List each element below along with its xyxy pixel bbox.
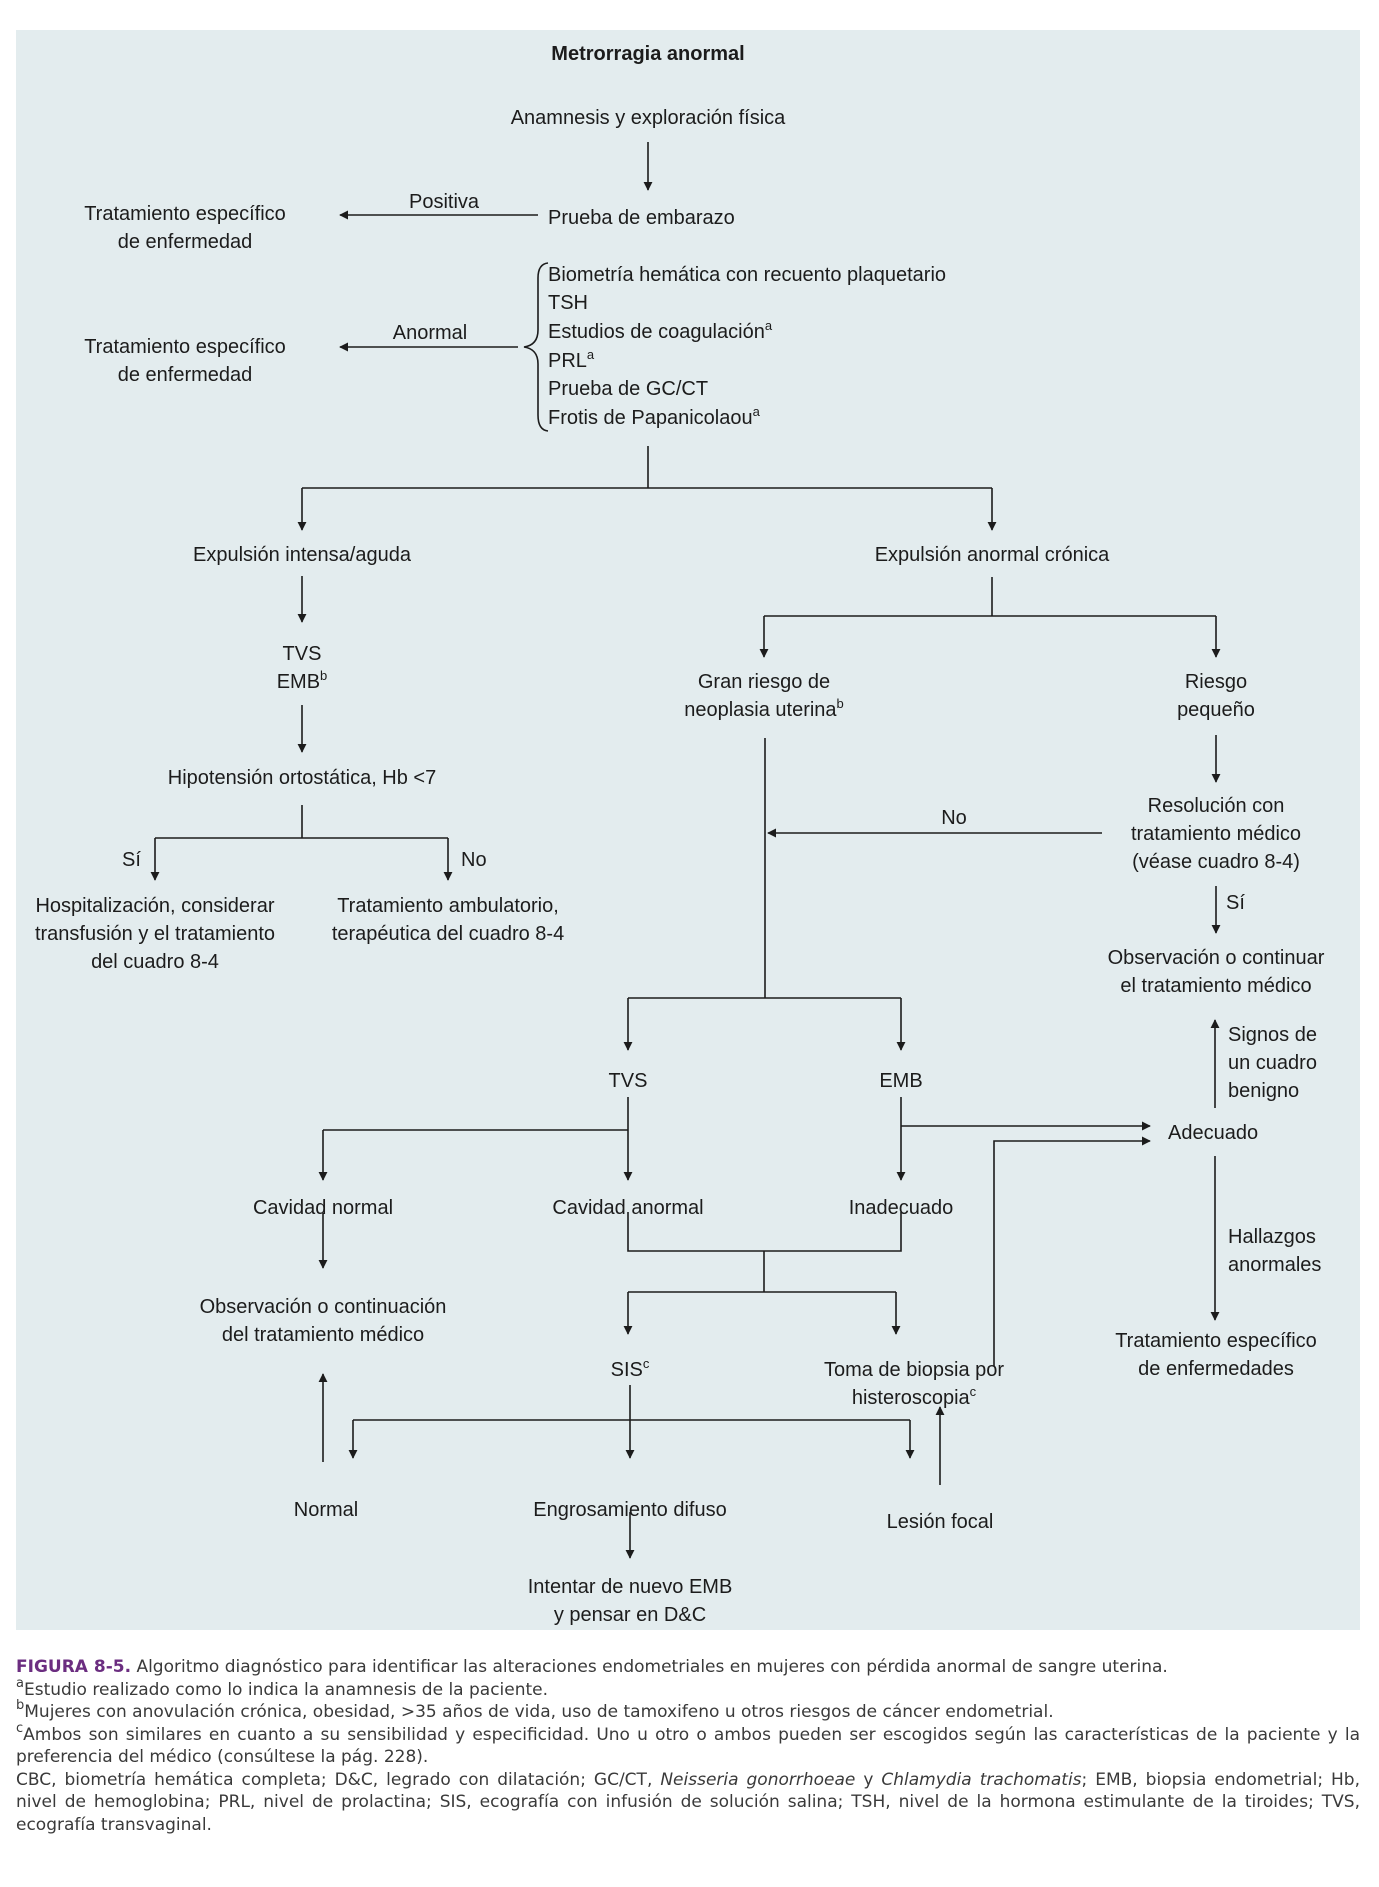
node-ambulatory-line1: Tratamiento ambulatorio,	[337, 895, 559, 917]
node-specific-diseases-line2: de enfermedades	[1138, 1358, 1294, 1380]
label-benign-line3: benigno	[1228, 1080, 1300, 1102]
footnote-b: bMujeres con anovulación crónica, obesid…	[16, 1698, 1054, 1722]
node-heavy-acute: Expulsión intensa/aguda	[193, 544, 411, 566]
node-observation-right-line2: el tratamiento médico	[1120, 975, 1312, 997]
node-focal: Lesión focal	[886, 1511, 994, 1533]
lab-tests-brace	[523, 262, 549, 432]
lab-test-item: Estudios de coagulacióna	[548, 318, 773, 343]
label-positive: Positiva	[408, 191, 480, 213]
node-normal: Normal	[293, 1499, 359, 1521]
flowchart-title: Metrorragia anormal	[551, 43, 745, 65]
node-inadequate: Inadecuado	[848, 1197, 954, 1219]
figure-text: Algoritmo diagnóstico para identificar l…	[136, 1657, 1168, 1677]
node-hospitalization-line2: transfusión y el tratamiento	[34, 923, 276, 945]
node-retry-line2: y pensar en D&C	[553, 1604, 707, 1626]
node-pregnancy-test: Prueba de embarazo	[548, 207, 735, 229]
node-treatment-specific-2-line1: Tratamiento específico	[84, 336, 286, 358]
label-yes-2: Sí	[1226, 892, 1245, 914]
flowchart-connectors	[150, 142, 1221, 1559]
node-abnormal-cavity: Cavidad anormal	[552, 1197, 704, 1219]
node-chronic: Expulsión anormal crónica	[874, 544, 1110, 566]
arrow-biopsy-to-adequate	[993, 1136, 1151, 1366]
abbreviations: CBC, biometría hemática completa; D&C, l…	[16, 1769, 1361, 1835]
figure-caption: FIGURA 8-5. Algoritmo diagnóstico para i…	[16, 1656, 1360, 1836]
node-observation-right-line1: Observación o continuar	[1107, 947, 1325, 969]
node-ambulatory-line2: terapéutica del cuadro 8-4	[331, 923, 565, 945]
node-retry-line1: Intentar de nuevo EMB	[527, 1576, 733, 1598]
lab-test-item: Biometría hemática con recuento plaqueta…	[548, 264, 947, 286]
label-abnormal-findings-line1: Hallazgos	[1228, 1226, 1316, 1248]
node-resolution-line2: tratamiento médico	[1130, 823, 1302, 845]
figure-label: FIGURA 8-5.	[16, 1657, 132, 1677]
caption-main: FIGURA 8-5. Algoritmo diagnóstico para i…	[16, 1656, 1360, 1679]
label-abnormal-findings-line2: anormales	[1228, 1254, 1322, 1276]
lab-test-item: Prueba de GC/CT	[548, 378, 709, 400]
footnote-c: cAmbos son similares en cuanto a su sens…	[16, 1720, 1360, 1768]
node-normal-cavity: Cavidad normal	[252, 1197, 394, 1219]
node-observation-left-line2: del tratamiento médico	[221, 1324, 425, 1346]
node-tvs: TVS	[608, 1070, 648, 1092]
node-diffuse: Engrosamiento difuso	[533, 1499, 727, 1521]
node-treatment-specific-1-line1: Tratamiento específico	[84, 203, 286, 225]
label-no-1: No	[461, 849, 487, 871]
node-resolution-line3: (véase cuadro 8-4)	[1132, 851, 1300, 873]
node-tvs-emb-line2: EMBb	[276, 668, 328, 693]
node-low-risk-line2: pequeño	[1177, 699, 1255, 721]
node-anamnesis: Anamnesis y exploración física	[510, 107, 786, 129]
node-hypotension: Hipotensión ortostática, Hb <7	[167, 767, 437, 789]
lab-test-item: TSH	[548, 292, 588, 314]
node-high-risk-line1: Gran riesgo de	[697, 671, 831, 693]
node-adequate: Adecuado	[1168, 1122, 1259, 1144]
node-treatment-specific-1-line2: de enfermedad	[117, 231, 253, 253]
label-benign-line1: Signos de	[1228, 1024, 1317, 1046]
node-specific-diseases-line1: Tratamiento específico	[1115, 1330, 1317, 1352]
lab-test-item: Frotis de Papanicolaoua	[548, 404, 760, 429]
node-hospitalization-line1: Hospitalización, considerar	[35, 895, 275, 917]
node-low-risk-line1: Riesgo	[1184, 671, 1248, 693]
node-hysteroscopy-line2: histeroscopiac	[851, 1384, 977, 1409]
node-treatment-specific-2-line2: de enfermedad	[117, 364, 253, 386]
node-observation-left-line1: Observación o continuación	[199, 1296, 447, 1318]
lab-test-item: PRLa	[548, 347, 595, 372]
node-tvs-emb-line1: TVS	[282, 643, 322, 665]
node-hospitalization-line3: del cuadro 8-4	[91, 951, 219, 973]
flowchart-panel: Metrorragia anormal Anamnesis y explorac…	[16, 30, 1360, 1630]
label-abnormal: Anormal	[392, 322, 468, 344]
node-resolution-line1: Resolución con	[1147, 795, 1285, 817]
label-no-2: No	[941, 807, 967, 829]
label-yes-1: Sí	[122, 849, 141, 871]
footnote-a: aEstudio realizado como lo indica la ana…	[16, 1675, 549, 1700]
node-emb: EMB	[879, 1070, 923, 1092]
node-sis: SISc	[610, 1356, 650, 1381]
node-high-risk-line2: neoplasia uterinab	[684, 696, 844, 721]
label-benign-line2: un cuadro	[1228, 1052, 1317, 1074]
node-hysteroscopy-line1: Toma de biopsia por	[823, 1359, 1005, 1381]
